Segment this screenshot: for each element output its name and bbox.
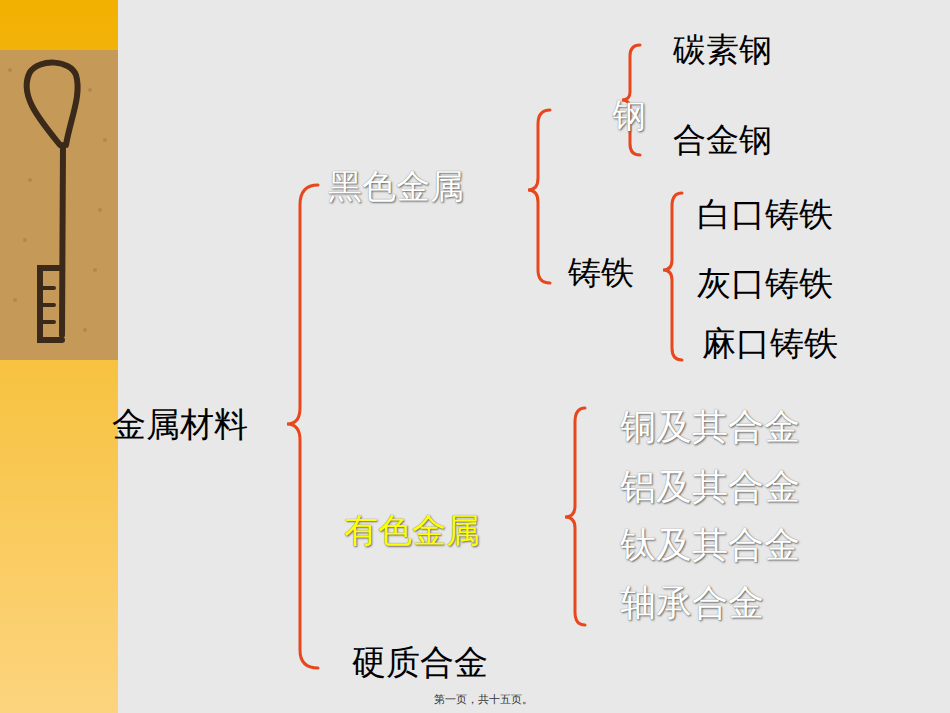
leaf-term: 铝及其合金: [620, 465, 800, 508]
leaf-term: 铜及其合金: [620, 405, 800, 448]
side-strip: [0, 0, 118, 713]
sand-texture: [8, 68, 107, 332]
leaf-term: 合金钢: [673, 120, 772, 160]
key-illustration: [27, 63, 78, 340]
category-term: 黑色金属: [328, 166, 464, 207]
page-footer: 第一页，共十五页。: [434, 693, 533, 706]
category-term: 有色金属: [344, 510, 480, 551]
sand-photo: [0, 50, 118, 360]
leaf-term: 轴承合金: [620, 581, 764, 624]
leaf-term: 钛及其合金: [620, 523, 800, 566]
leaf-term: 碳素钢: [673, 30, 772, 70]
subcategory-term: 铸铁: [568, 253, 634, 293]
category-term: 硬质合金: [352, 642, 488, 683]
root-term: 金属材料: [112, 404, 248, 445]
leaf-term: 灰口铸铁: [697, 263, 833, 304]
curly-brackets: [287, 45, 682, 668]
leaf-term: 麻口铸铁: [702, 323, 838, 364]
leaf-term: 白口铸铁: [697, 194, 833, 235]
subcategory-term: 钢: [612, 95, 646, 136]
